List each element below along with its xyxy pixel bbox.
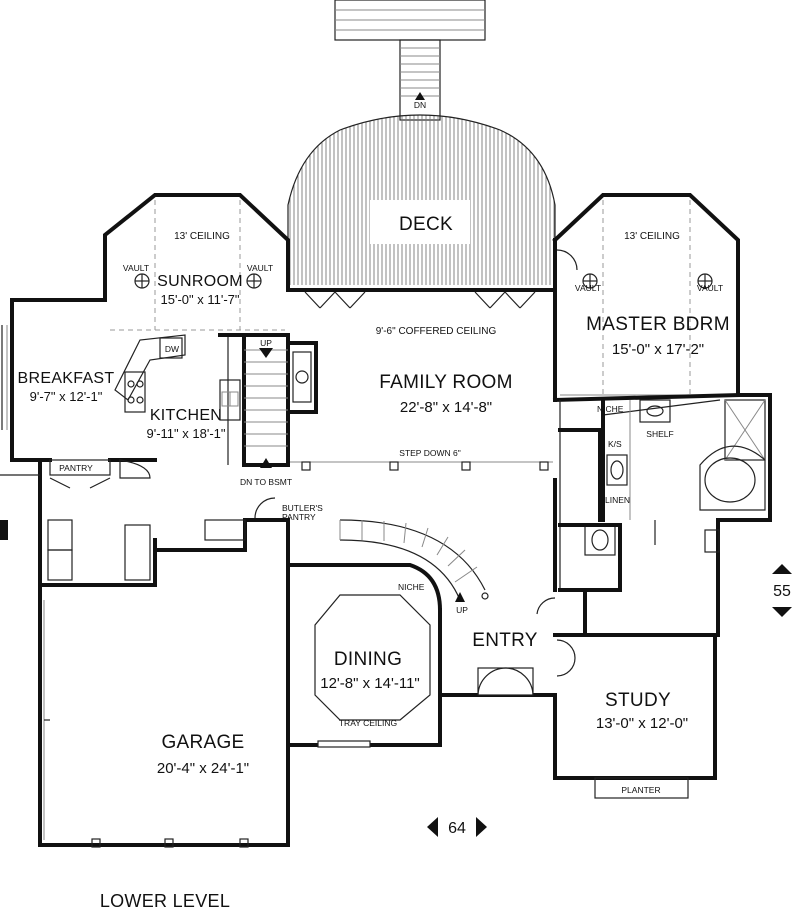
family-ceiling: 9'-6" COFFERED CEILING	[376, 326, 497, 337]
pantry-label: PANTRY	[59, 463, 93, 473]
level-label: LOWER LEVEL	[100, 891, 230, 911]
basement-stairs	[242, 333, 290, 468]
butlers-pantry-label-1: BUTLER'S	[282, 503, 323, 513]
sunroom-vault-right: VAULT	[247, 263, 273, 273]
depth-dimension	[772, 564, 792, 617]
sunroom-size: 15'-0" x 11'-7"	[161, 292, 240, 307]
butlers-pantry-label-2: PANTRY	[282, 512, 316, 522]
garage-size: 20'-4" x 24'-1"	[157, 760, 249, 777]
family-walls	[286, 288, 557, 471]
sunroom-walls	[10, 193, 290, 331]
study-size: 13'-0" x 12'-0"	[596, 715, 688, 732]
dining-ceiling: TRAY CEILING	[339, 718, 397, 728]
garage-name: GARAGE	[161, 732, 244, 753]
stair-main-up-label: UP	[456, 605, 468, 615]
deck-name: DECK	[399, 214, 453, 235]
breakfast-name: BREAKFAST	[18, 370, 115, 387]
pantry-area	[0, 458, 290, 587]
stair-up-label: UP	[260, 338, 272, 348]
deck-area: /* slats drawn by script below */	[287, 114, 556, 285]
deck-dn-label: DN	[414, 100, 426, 110]
master-walls	[552, 193, 740, 402]
dining-name: DINING	[334, 649, 402, 670]
master-name: MASTER BDRM	[586, 314, 730, 335]
kitchen-size: 9'-11" x 18'-1"	[147, 426, 226, 441]
study-name: STUDY	[605, 690, 671, 711]
main-stair	[288, 519, 489, 613]
master-size: 15'-0" x 17'-2"	[612, 341, 704, 358]
ks-label: K/S	[608, 439, 622, 449]
master-ceiling: 13' CEILING	[624, 231, 680, 242]
sunroom-ceiling: 13' CEILING	[174, 231, 230, 242]
entry-name: ENTRY	[472, 630, 538, 651]
sunroom-name: SUNROOM	[157, 273, 243, 290]
depth-value: 55	[773, 583, 791, 600]
width-dimension	[427, 817, 487, 837]
dn-to-bsmt-label: DN TO BSMT	[240, 477, 292, 487]
family-step: STEP DOWN 6"	[399, 448, 460, 458]
master-bath	[552, 393, 772, 637]
breakfast-size: 9'-7" x 12'-1"	[30, 389, 103, 404]
entry-area	[477, 478, 557, 696]
width-value: 64	[448, 820, 466, 837]
family-name: FAMILY ROOM	[379, 372, 513, 393]
master-vault-right: VAULT	[697, 283, 723, 293]
family-size: 22'-8" x 14'-8"	[400, 399, 492, 416]
linen-label: LINEN	[605, 495, 630, 505]
dining-size: 12'-8" x 14'-11"	[320, 675, 420, 692]
niche-hall-label: NICHE	[398, 582, 425, 592]
shelf-label: SHELF	[646, 429, 673, 439]
kitchen-name: KITCHEN	[150, 407, 222, 424]
garage-walls	[38, 518, 290, 848]
dw-label: DW	[165, 344, 179, 354]
master-vault-left: VAULT	[575, 283, 601, 293]
sunroom-vault-left: VAULT	[123, 263, 149, 273]
planter-label: PLANTER	[621, 785, 660, 795]
kitchen-walls	[1, 298, 246, 465]
deck-stairs	[334, 0, 486, 121]
niche-bath-label: NICHE	[597, 404, 624, 414]
